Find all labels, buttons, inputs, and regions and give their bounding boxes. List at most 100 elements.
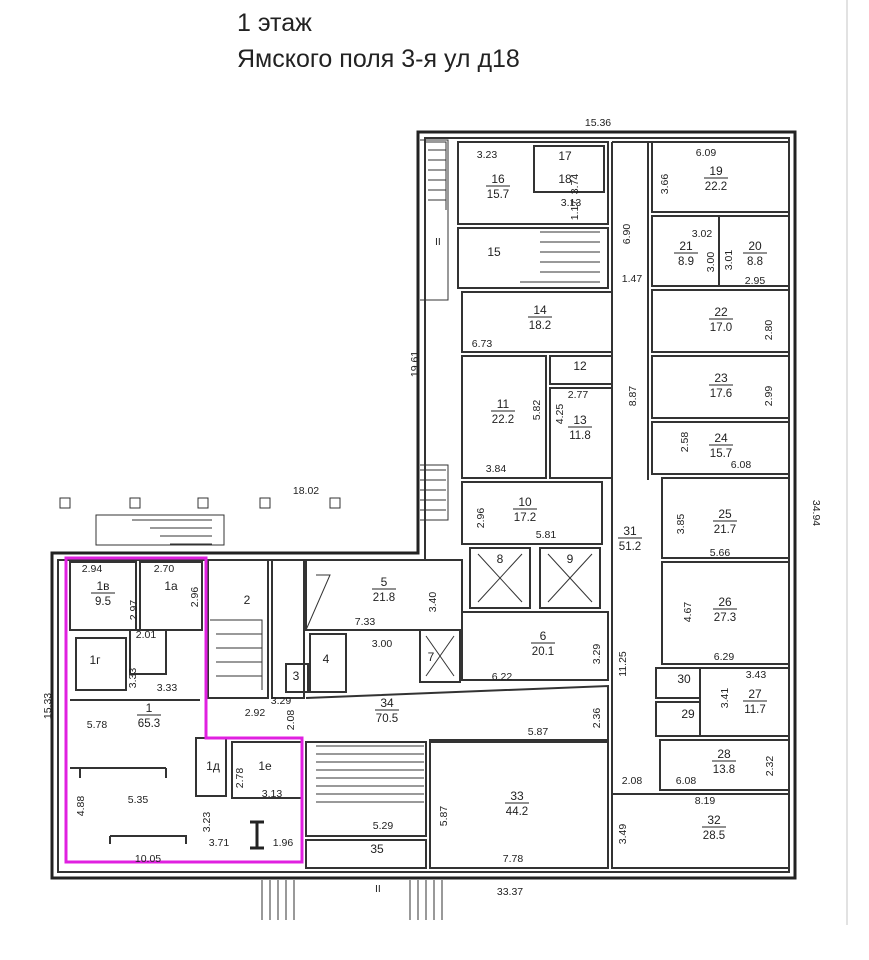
dimension-label: 1.47 xyxy=(622,273,643,285)
room-label-18: 18 xyxy=(558,172,572,186)
room-label-33: 33 xyxy=(510,789,524,803)
stairs-hatch xyxy=(132,141,600,803)
room-area-16: 15.7 xyxy=(487,189,509,201)
room-label-6: 6 xyxy=(540,629,547,643)
room-label-2: 2 xyxy=(244,593,251,607)
dimension-label: 2.94 xyxy=(82,563,103,575)
room-label-15: 15 xyxy=(487,245,501,259)
room-area-33: 44.2 xyxy=(506,806,528,818)
room-area-20: 8.8 xyxy=(747,256,763,268)
dimension-label: 6.09 xyxy=(696,147,717,159)
room-area-1v: 9.5 xyxy=(95,596,111,608)
dimension-label: 8.87 xyxy=(627,386,639,407)
dimension-label: 2.70 xyxy=(154,563,175,575)
dimension-label: 2.92 xyxy=(245,707,266,719)
room-label-30: 30 xyxy=(677,672,691,686)
floor-title: 1 этаж xyxy=(237,9,312,37)
room-label-35: 35 xyxy=(370,842,384,856)
highlighted-unit-outline xyxy=(64,556,304,864)
room-label-7: 7 xyxy=(428,650,435,664)
dimension-label: 6.22 xyxy=(492,671,513,683)
room-label-16: 16 xyxy=(491,172,505,186)
room-label-28: 28 xyxy=(717,747,731,761)
dimension-label: 2.99 xyxy=(763,386,775,407)
dimension-label: 3.66 xyxy=(659,174,671,195)
dimension-label: 3.02 xyxy=(692,228,713,240)
room-area-10: 17.2 xyxy=(514,512,536,524)
dimension-label: 5.29 xyxy=(373,820,394,832)
room-label-10: 10 xyxy=(518,495,532,509)
room-label-32: 32 xyxy=(707,813,721,827)
dimension-label: 3.41 xyxy=(719,688,731,709)
room-label-1a: 1а xyxy=(164,579,178,593)
room-label-26: 26 xyxy=(718,595,732,609)
room-label-14: 14 xyxy=(533,303,547,317)
dimension-label: 11.25 xyxy=(617,651,629,677)
room-area-13: 11.8 xyxy=(569,430,591,442)
room-label-1g: 1г xyxy=(89,653,101,667)
room-label-17: 17 xyxy=(558,149,572,163)
stair-mark-bottom: II xyxy=(375,883,381,895)
room-label-24: 24 xyxy=(714,431,728,445)
dimension-label: 3.33 xyxy=(157,682,178,694)
dimension-label: 6.29 xyxy=(714,651,735,663)
dimension-label: 3.00 xyxy=(372,638,393,650)
room-label-25: 25 xyxy=(718,507,732,521)
dimension-label: 2.01 xyxy=(136,629,157,641)
room-area-6: 20.1 xyxy=(532,646,554,658)
dimension-label: 3.00 xyxy=(705,252,717,273)
dimension-label: 2.36 xyxy=(591,708,603,729)
room-area-23: 17.6 xyxy=(710,388,732,400)
dimension-label: 4.25 xyxy=(554,404,566,425)
dimension-label: 3.49 xyxy=(617,824,629,845)
room-label-3: 3 xyxy=(293,669,300,683)
room-label-20: 20 xyxy=(748,239,762,253)
room-label-5: 5 xyxy=(381,575,388,589)
dimension-label: 3.01 xyxy=(723,250,735,271)
room-label-1v: 1в xyxy=(96,579,109,593)
room-label-4: 4 xyxy=(323,652,330,666)
room-label-31: 31 xyxy=(623,524,637,538)
dimension-label: 4.88 xyxy=(75,796,87,817)
dimension-label: 3.43 xyxy=(746,669,767,681)
room-label-29: 29 xyxy=(681,707,695,721)
dimension-label: 10.05 xyxy=(135,853,161,865)
room-area-24: 15.7 xyxy=(710,448,732,460)
dimension-label: 6.73 xyxy=(472,338,493,350)
dimension-label: 3.40 xyxy=(427,592,439,613)
dimension-label: 5.35 xyxy=(128,794,149,806)
room-area-25: 21.7 xyxy=(714,524,736,536)
dimension-label: 15.33 xyxy=(42,693,54,719)
room-area-26: 27.3 xyxy=(714,612,736,624)
dimension-label: 2.77 xyxy=(568,389,589,401)
dimension-label: 15.36 xyxy=(585,117,611,129)
dimension-label: 3.13 xyxy=(262,788,283,800)
dimension-label: 2.80 xyxy=(763,320,775,341)
dimension-label: 5.87 xyxy=(528,726,549,738)
room-label-1e: 1е xyxy=(258,759,272,773)
dimension-label: 3.33 xyxy=(127,668,139,689)
room-label-12: 12 xyxy=(573,359,587,373)
dimension-label: 5.87 xyxy=(438,806,450,827)
room-label-8: 8 xyxy=(497,552,504,566)
dimension-label: 2.58 xyxy=(679,432,691,453)
dimension-label: 2.32 xyxy=(764,756,776,777)
dimension-label: 2.96 xyxy=(475,508,487,529)
dimension-label: 5.78 xyxy=(87,719,108,731)
room-label-1d: 1д xyxy=(206,759,220,773)
room-area-32: 28.5 xyxy=(703,830,725,842)
dimension-label: 2.97 xyxy=(128,600,140,621)
stair-mark-top: II xyxy=(435,236,441,248)
dimension-label: 3.71 xyxy=(209,837,230,849)
dimension-label: 18.02 xyxy=(293,485,319,497)
room-area-19: 22.2 xyxy=(705,181,727,193)
room-area-27: 11.7 xyxy=(744,704,766,716)
room-area-11: 22.2 xyxy=(492,414,514,426)
room-label-21: 21 xyxy=(679,239,693,253)
room-label-23: 23 xyxy=(714,371,728,385)
dimension-label: 4.67 xyxy=(682,602,694,623)
address-title: Ямского поля 3-я ул д18 xyxy=(237,45,520,73)
dimension-label: 2.08 xyxy=(622,775,643,787)
dimension-label: 3.85 xyxy=(675,514,687,535)
room-label-34: 34 xyxy=(380,696,394,710)
